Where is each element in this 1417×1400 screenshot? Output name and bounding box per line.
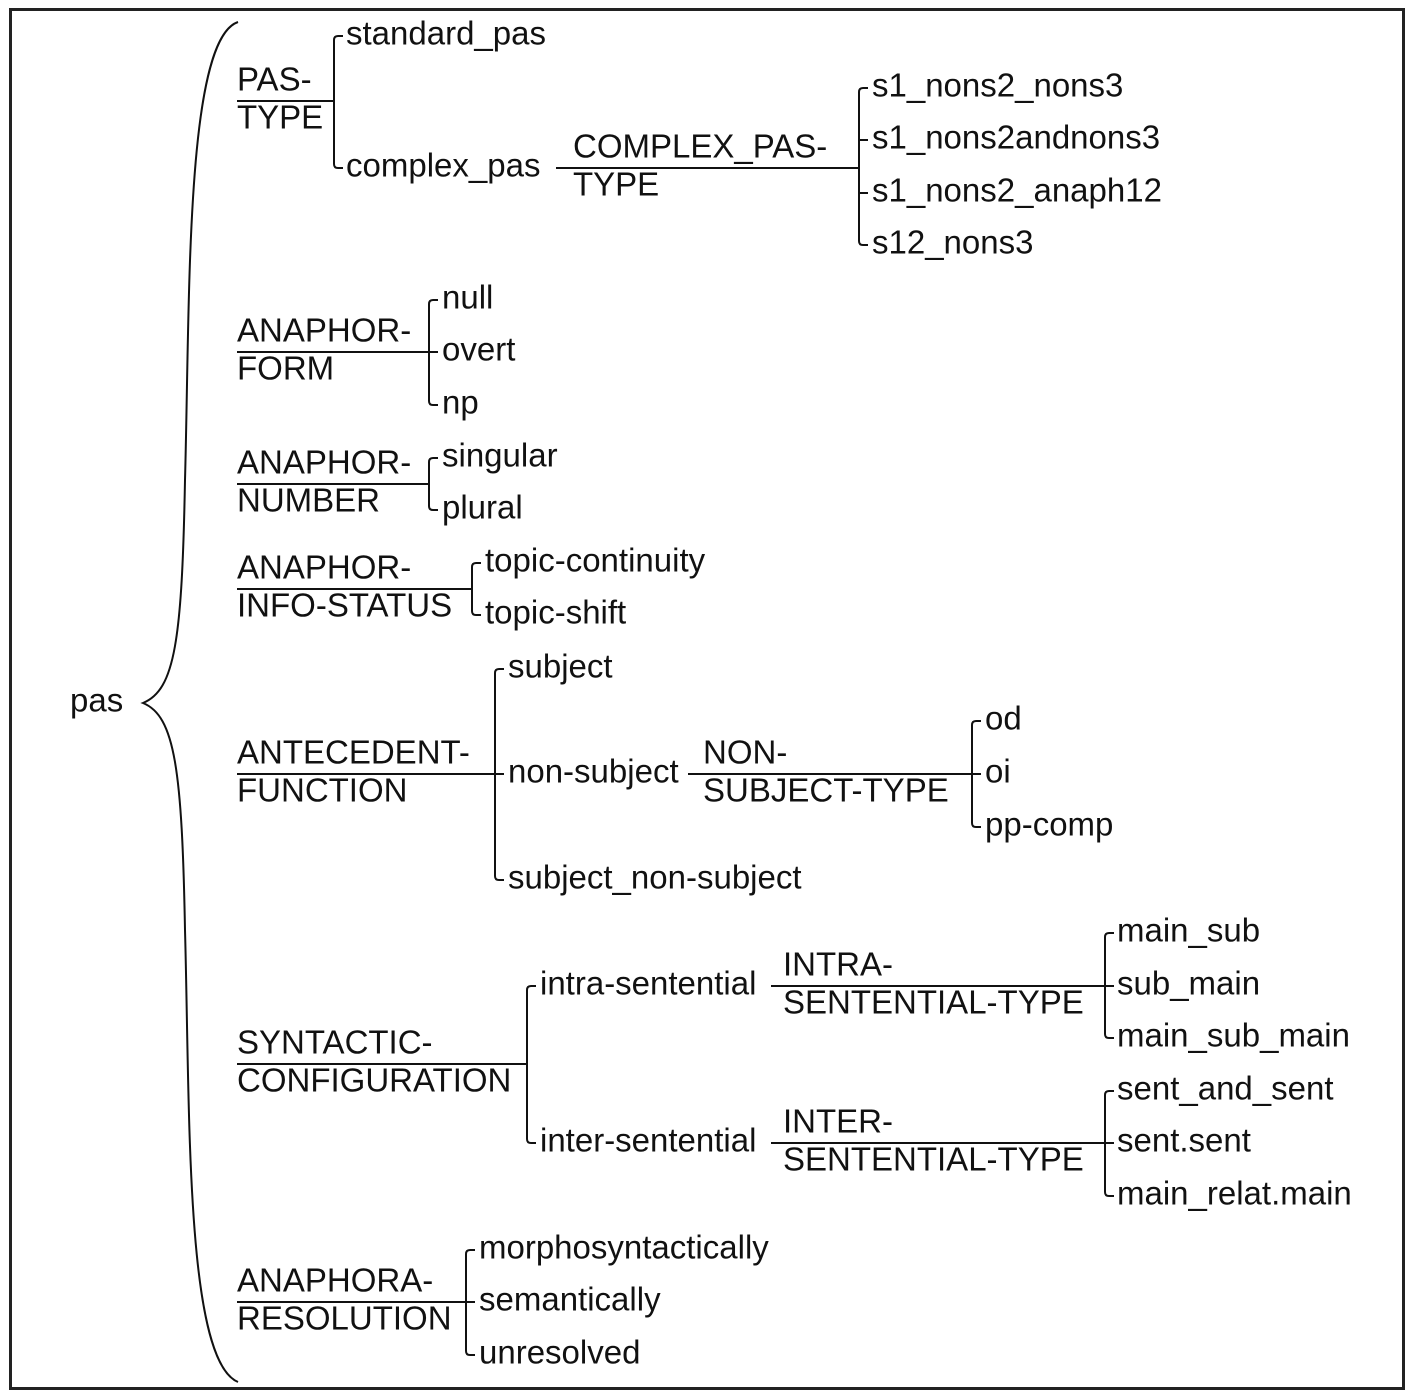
system-label-line1: ANAPHOR-: [237, 312, 411, 349]
subsystem-label-line2: TYPE: [573, 166, 659, 203]
feature-non-subject: non-subject: [508, 753, 679, 790]
feature-overt: overt: [442, 331, 515, 368]
subsystem-label-line2: SENTENTIAL-TYPE: [783, 1141, 1084, 1178]
subsystem-complex-pas-type: COMPLEX_PAS-TYPE s1_nons2_nons3 s1_nons2an…: [556, 67, 1162, 261]
subfeature-main-sub: main_sub: [1117, 912, 1260, 949]
feature-plural: plural: [442, 489, 523, 526]
feature-null: null: [442, 279, 493, 316]
subfeature-od: od: [985, 700, 1022, 737]
feature-morphosyntactically: morphosyntactically: [479, 1229, 769, 1266]
subsystem-inter-sentential-type: INTER-SENTENTIAL-TYPE sent_and_sent sent.s…: [771, 1070, 1352, 1212]
feature-topic-continuity: topic-continuity: [485, 542, 706, 579]
subfeature-main-relat-main: main_relat.main: [1117, 1175, 1352, 1212]
feature-standard-pas: standard_pas: [346, 15, 546, 52]
system-anaphora-resolution: ANAPHORA-RESOLUTION morphosyntactically se…: [237, 1229, 769, 1371]
subfeature-sub-main: sub_main: [1117, 965, 1260, 1002]
feature-semantically: semantically: [479, 1281, 661, 1318]
system-syntactic-configuration: SYNTACTIC-CONFIGURATIONintra-sententialI…: [237, 912, 1352, 1212]
subfeature-pp-comp: pp-comp: [985, 806, 1113, 843]
feature-bracket: [428, 457, 438, 511]
subfeature-bracket: [858, 87, 868, 246]
system-label-line2: INFO-STATUS: [237, 587, 452, 624]
system-label-line1: PAS-: [237, 61, 312, 98]
feature-bracket: [333, 35, 343, 169]
subfeature-bracket: [1104, 932, 1114, 1039]
feature-topic-shift: topic-shift: [485, 594, 626, 631]
systems-layer: PAS-TYPEstandard_pascomplex_pasCOMPLEX_P…: [237, 15, 1352, 1371]
system-anaphor-info-status: ANAPHOR-INFO-STATUS topic-continuity topic…: [237, 542, 706, 631]
subsystem-label-line1: INTRA-: [783, 946, 893, 983]
system-label-line1: ANAPHOR-: [237, 549, 411, 586]
feature-subject: subject: [508, 648, 613, 685]
subsystem-label-line2: SENTENTIAL-TYPE: [783, 984, 1084, 1021]
feature-bracket: [471, 562, 481, 616]
subfeature-oi: oi: [985, 753, 1011, 790]
system-label-line1: ANAPHORA-: [237, 1262, 433, 1299]
system-label-line1: SYNTACTIC-: [237, 1024, 433, 1061]
system-antecedent-function: ANTECEDENT-FUNCTIONsubjectnon-subjectNON…: [237, 648, 1113, 896]
feature-singular: singular: [442, 437, 558, 474]
feature-bracket: [465, 1249, 475, 1356]
subsystem-intra-sentential-type: INTRA-SENTENTIAL-TYPE main_sub sub_mainmai…: [771, 912, 1350, 1054]
subfeature-s1-nons2-nons3: s1_nons2_nons3: [872, 67, 1123, 104]
diagram-frame: [9, 8, 1405, 1390]
root-label: pas: [70, 682, 123, 719]
feature-intra-sentential: intra-sentential: [540, 965, 756, 1002]
system-label-line2: CONFIGURATION: [237, 1062, 511, 1099]
feature-bracket: [526, 985, 536, 1144]
feature-inter-sentential: inter-sentential: [540, 1122, 756, 1159]
system-label-line1: ANAPHOR-: [237, 444, 411, 481]
subfeature-main-sub-main: main_sub_main: [1117, 1017, 1350, 1054]
subfeature-sent-sent: sent.sent: [1117, 1122, 1251, 1159]
subfeature-s1-nons2-anaph12: s1_nons2_anaph12: [872, 172, 1162, 209]
feature-unresolved: unresolved: [479, 1334, 640, 1371]
subfeature-sent-and-sent: sent_and_sent: [1117, 1070, 1334, 1107]
system-label-line2: RESOLUTION: [237, 1300, 452, 1337]
system-anaphor-form: ANAPHOR-FORM null overt np: [237, 279, 515, 421]
system-label-line2: FORM: [237, 350, 334, 387]
subsystem-label-line1: NON-: [703, 734, 787, 771]
feature-subject-non-subject: subject_non-subject: [508, 859, 802, 896]
system-label-line1: ANTECEDENT-: [237, 734, 470, 771]
system-label-line2: NUMBER: [237, 482, 380, 519]
feature-complex-pas: complex_pas: [346, 147, 540, 184]
feature-bracket: [428, 299, 438, 406]
subsystem-label-line1: COMPLEX_PAS-: [573, 128, 827, 165]
subfeature-bracket: [1104, 1090, 1114, 1197]
subfeature-bracket: [971, 720, 981, 828]
system-label-line2: TYPE: [237, 99, 323, 136]
subsystem-non-subject-type: NON-SUBJECT-TYPE od oi pp-comp: [688, 700, 1113, 843]
subfeature-s12-nons3: s12_nons3: [872, 224, 1033, 261]
root-brace: [140, 21, 239, 1383]
subsystem-label-line1: INTER-: [783, 1103, 893, 1140]
system-pas-type: PAS-TYPEstandard_pascomplex_pasCOMPLEX_P…: [237, 15, 1162, 261]
feature-np: np: [442, 384, 479, 421]
feature-bracket: [494, 668, 504, 881]
system-anaphor-number: ANAPHOR-NUMBER singular plural: [237, 437, 558, 526]
subsystem-label-line2: SUBJECT-TYPE: [703, 772, 949, 809]
subfeature-s1-nons2andnons3: s1_nons2andnons3: [872, 119, 1160, 156]
system-label-line2: FUNCTION: [237, 772, 407, 809]
